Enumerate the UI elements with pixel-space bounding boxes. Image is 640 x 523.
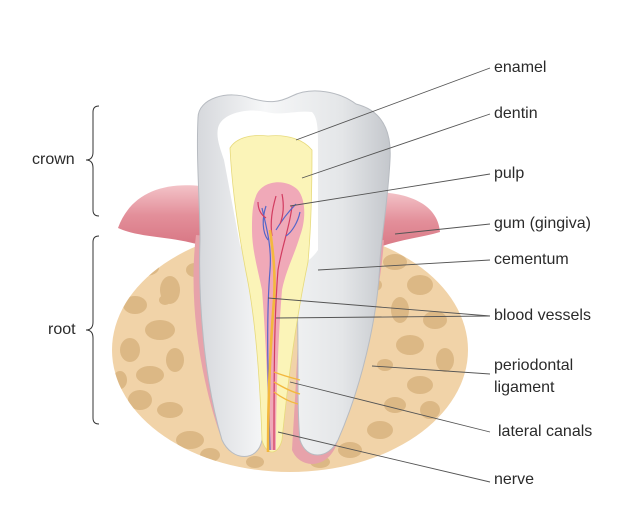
nerve-fibre bbox=[266, 229, 276, 453]
lateral-canals bbox=[273, 371, 301, 405]
pulp-chamber bbox=[252, 182, 305, 451]
label-enamel: enamel bbox=[494, 59, 547, 76]
bracket-lines bbox=[85, 105, 100, 425]
leader-lines bbox=[267, 67, 491, 483]
label-lateral-canals: lateral canals bbox=[498, 423, 593, 440]
label-periodontal: periodontal bbox=[494, 357, 574, 374]
label-nerve: nerve bbox=[494, 471, 535, 488]
gum-shape bbox=[118, 185, 210, 245]
label-blood-vessels: blood vessels bbox=[494, 307, 591, 324]
label-gum: gum (gingiva) bbox=[494, 215, 591, 232]
label-ligament: ligament bbox=[494, 379, 555, 396]
gum-shape-right bbox=[372, 192, 440, 250]
label-pulp: pulp bbox=[494, 165, 525, 182]
label-cementum: cementum bbox=[494, 251, 569, 268]
label-crown: crown bbox=[32, 151, 75, 168]
label-dentin: dentin bbox=[494, 105, 538, 122]
label-root: root bbox=[48, 321, 76, 338]
